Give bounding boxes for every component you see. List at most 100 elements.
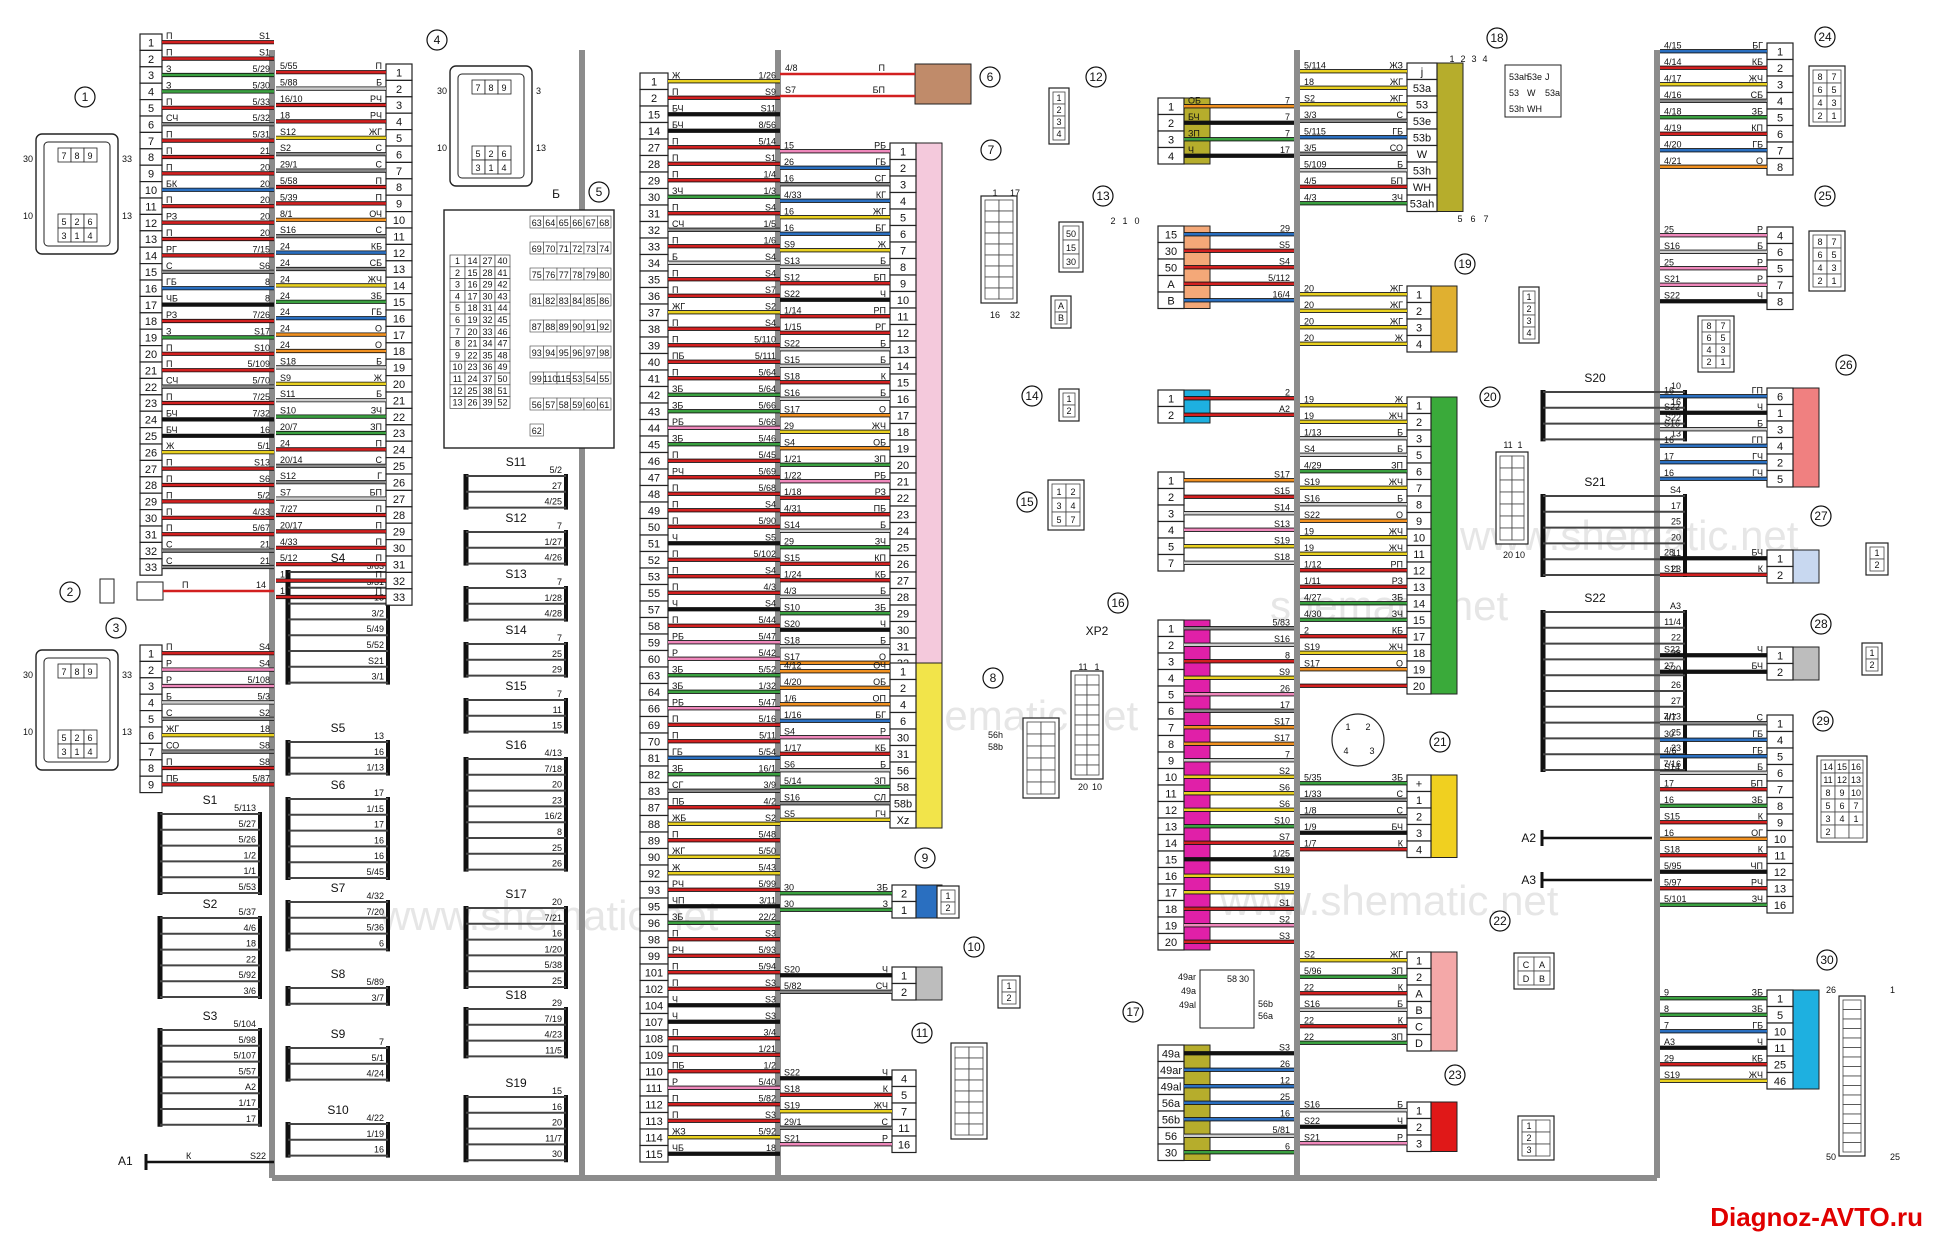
wire-code: 5/42 — [758, 648, 776, 658]
wire-code: 22/2 — [758, 912, 776, 922]
pin-number: 7 — [396, 166, 402, 178]
pin-number: 2 — [901, 987, 907, 999]
plug-cell — [998, 243, 1014, 256]
ecu-pin-number: 6 — [87, 733, 92, 743]
wire-code: S2 — [259, 708, 270, 718]
wire-code: S16 — [1664, 418, 1680, 428]
wire-code: 30 — [784, 899, 794, 909]
wire-code: П — [376, 553, 382, 563]
pin-number: 3 — [1416, 1139, 1422, 1151]
ecu-pin-number: 6 — [501, 149, 506, 159]
wire-code: S13 — [784, 256, 800, 266]
wire-code: 21 — [260, 540, 270, 550]
pin-number: 56b — [1162, 1115, 1180, 1127]
wire-code: S3 — [765, 1110, 776, 1120]
pin-number: 53a — [1413, 83, 1432, 95]
plug-cell — [1842, 1132, 1862, 1143]
wire-code: БЧ — [672, 103, 684, 113]
plug-pin-number: 3 — [1825, 814, 1830, 824]
plug-cell — [1086, 714, 1100, 726]
wire-code: П — [376, 176, 382, 186]
pin-number: 27 — [145, 464, 157, 476]
pin-number: 4 — [900, 700, 906, 712]
pin-number: 45 — [648, 440, 660, 452]
ecu-pin-number: 5 — [475, 149, 480, 159]
pin-number: 26 — [145, 447, 157, 459]
badge-number: 29 — [1816, 714, 1830, 728]
wire-code: 7/32 — [252, 408, 270, 418]
plug-pin-number: 2 — [1526, 304, 1531, 314]
wire-code: ЖЧ — [1749, 73, 1763, 83]
badge-number: 18 — [1490, 31, 1504, 45]
wire-code: 20 — [260, 179, 270, 189]
pin-number: 49ar — [1178, 972, 1196, 982]
fuse-number: 74 — [599, 244, 609, 254]
component-badge: 1 — [74, 86, 96, 108]
fuse-number: 24 — [467, 374, 477, 384]
wire-code: S4 — [1304, 444, 1315, 454]
pin-number: 50 — [648, 522, 660, 534]
pin-number: 24 — [145, 415, 157, 427]
wire-code: S5 — [765, 532, 776, 542]
plug-27: 12 — [1865, 542, 1889, 576]
pin-number: B — [1167, 296, 1174, 308]
wire-code: 5/97 — [1664, 877, 1682, 887]
wire-code: 25 — [1671, 727, 1681, 737]
wire-code: П — [672, 334, 678, 344]
pin-number: 114 — [645, 1133, 663, 1145]
component-badge: 20 — [1479, 386, 1501, 408]
wire-code: S3 — [1279, 1042, 1290, 1052]
wire-code: 4/7 — [1664, 712, 1677, 722]
pin-number: 11 — [898, 1123, 909, 1135]
plug-cell — [1715, 355, 1731, 369]
fuse-cell — [494, 396, 511, 409]
plug-pin-number: 7 — [1720, 321, 1725, 331]
pin-number: 15 — [145, 267, 157, 279]
pin-number: 3 — [1416, 434, 1422, 446]
plug-cell — [984, 287, 1000, 300]
ecu-pin-number: 10 — [437, 143, 447, 153]
pin-number: 32 — [648, 225, 660, 237]
wire-code: 5/57 — [238, 1066, 256, 1076]
wire-code: 17 — [1664, 778, 1674, 788]
plug-cell — [1865, 658, 1879, 672]
wire-code: Ч — [672, 994, 678, 1004]
pin-number: 56 — [897, 766, 909, 778]
pin-number: 19 — [897, 444, 909, 456]
pin-number: 69 — [648, 720, 660, 732]
plug-pin-number: 1 — [1720, 357, 1725, 367]
wire-code: S10 — [280, 406, 296, 416]
wire-code: С — [882, 1117, 889, 1127]
plug-pin-number: 9 — [1839, 788, 1844, 798]
pin-number: 23 — [897, 510, 909, 522]
wire-code: 21 — [260, 556, 270, 566]
plug-pin-number: C — [1523, 960, 1530, 970]
component-body — [1792, 646, 1820, 681]
brand-label: Diagnoz-AVTO.ru — [1710, 1202, 1923, 1232]
wire-code: ЗЧ — [1752, 894, 1763, 904]
ecu-pin-number: 6 — [87, 217, 92, 227]
wire-code: 23 — [1671, 564, 1681, 574]
pin-number: 33 — [648, 242, 660, 254]
wire-code: СЧ — [166, 113, 178, 123]
plug-cell — [1826, 273, 1842, 288]
fuse-number: 90 — [572, 322, 582, 332]
pin-number: 81 — [648, 753, 660, 765]
ecu-pin-number: 8 — [74, 667, 79, 677]
wire-code: П — [376, 438, 382, 448]
pin-number: 13 — [393, 264, 405, 276]
wire-code: П — [166, 507, 172, 517]
sensor-shell — [1331, 713, 1385, 767]
pin-number: 1 — [1168, 102, 1174, 114]
wire-code: S14 — [784, 520, 800, 530]
wire-code: ЖГ — [369, 127, 382, 137]
plug-pin-number: 8 — [1706, 321, 1711, 331]
wire-code: БЧ — [166, 408, 178, 418]
wire-code: 5/47 — [758, 697, 776, 707]
